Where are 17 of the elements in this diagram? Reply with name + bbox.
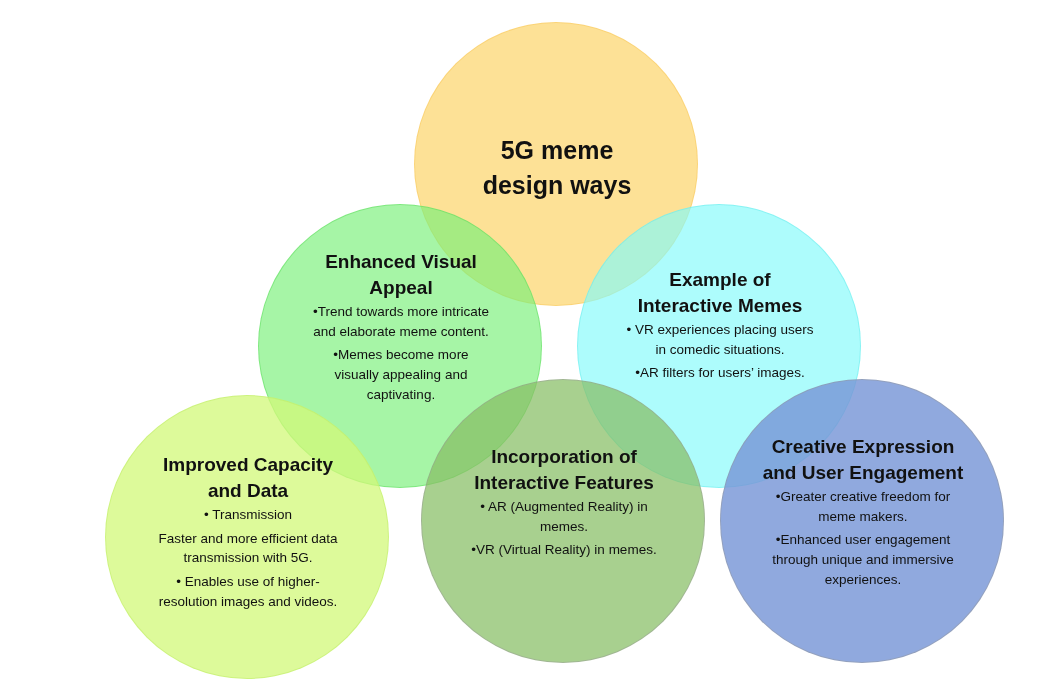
bullet-text: •Greater creative freedom for meme makers. <box>774 488 952 526</box>
circle-heading: Example of Interactive Memes <box>636 268 804 318</box>
circle-heading: Improved Capacity and Data <box>162 453 334 503</box>
bullet-text: •AR filters for users’ images. <box>635 364 805 383</box>
circle-heading: Incorporation of Interactive Features <box>473 445 655 495</box>
bullet-text: • VR experiences placing users in comedic situations. <box>625 321 815 359</box>
bullet-text: •Enhanced user engagement through unique and immersive experiences. <box>771 531 955 589</box>
bullet-text: Faster and more efficient data transmission with 5G. <box>157 529 339 568</box>
bullet-text: •Trend towards more intricate and elaborate meme content. <box>311 303 490 341</box>
circle-heading: 5G meme design ways <box>481 135 633 201</box>
bullet-text: • Enables use of higher-resolution images and videos. <box>157 572 339 611</box>
bullet-text: •Memes become more visually appealing and captivating. <box>332 346 470 404</box>
bullet-text: • Transmission <box>204 506 292 525</box>
bullet-text: • AR (Augmented Reality) in memes. <box>479 498 649 536</box>
circle-heading: Creative Expression and User Engagement <box>761 435 965 485</box>
circle-heading: Enhanced Visual Appeal <box>324 250 478 300</box>
bullet-text: •VR (Virtual Reality) in memes. <box>471 541 657 560</box>
